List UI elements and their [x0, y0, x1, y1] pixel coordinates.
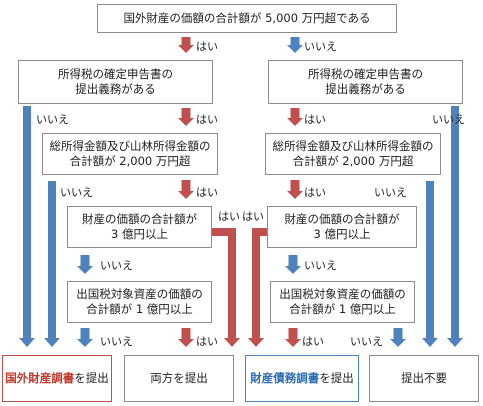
- arrow-right-q3-yes-head: [248, 338, 264, 347]
- node-left-exit-tax-assets: 出国税対象資産の価額の 合計額が 1 億円以上: [67, 281, 212, 323]
- node-top-foreign-assets: 国外財産の価額の合計額が 5,000 万円超である: [97, 4, 397, 33]
- label-yes-top-left: はい: [196, 40, 218, 53]
- node-right-total-income: 総所得金額及び山林所得金額の 合計額が 2,000 万円超: [265, 133, 441, 175]
- result-no-submission-needed-text: 提出不要: [401, 371, 447, 385]
- arrow-left-q2-yes: [178, 180, 194, 199]
- arrow-right-q2-no-head: [422, 338, 438, 347]
- arrow-top-yes: [178, 37, 194, 53]
- result-assets-liabilities-report-text: 財産債務調書を提出: [250, 371, 354, 386]
- arrow-left-q4-no-head: [77, 339, 93, 347]
- node-left-q2-text: 総所得金額及び山林所得金額の 合計額が 2,000 万円超: [49, 139, 211, 168]
- node-right-q1-text: 所得税の確定申告書の 提出義務がある: [308, 67, 423, 96]
- node-right-exit-tax-assets: 出国税対象資産の価額の 合計額が 1 億円以上: [270, 281, 415, 323]
- arrow-left-q3-no-head: [77, 266, 93, 274]
- arrow-right-q1-yes-head: [287, 118, 303, 126]
- label-no-right-q1: いいえ: [432, 113, 465, 126]
- arrow-left-q3-yes: [212, 228, 240, 347]
- label-no-right-q3: いいえ: [304, 259, 337, 272]
- label-yes-right-q2: はい: [304, 186, 326, 199]
- result-no-submission-needed: 提出不要: [369, 355, 479, 402]
- label-no-top-right: いいえ: [304, 40, 337, 53]
- arrow-right-q2-yes-head: [287, 191, 303, 199]
- arrow-left-q4-yes-head: [178, 339, 194, 347]
- arrow-left-q2-no: [44, 181, 60, 347]
- label-yes-right-q4: はい: [302, 335, 324, 348]
- node-left-q3-text: 財産の価額の合計額が 3 億円以上: [82, 212, 197, 241]
- result-assets-liabilities-report-suffix: を提出: [319, 371, 354, 385]
- result-submit-both: 両方を提出: [124, 355, 234, 402]
- arrow-left-q2-yes-head: [178, 191, 194, 199]
- label-no-left-q2: いいえ: [60, 186, 93, 199]
- arrow-right-q4-no-head: [390, 339, 406, 347]
- label-yes-left-q3: はい: [218, 210, 240, 223]
- arrow-top-no-head: [287, 45, 303, 53]
- arrow-right-q1-yes: [287, 108, 303, 126]
- result-foreign-assets-report-text: 国外財産調書を提出: [5, 371, 109, 386]
- label-yes-left-q1: はい: [196, 113, 218, 126]
- label-yes-right-q1: はい: [304, 113, 326, 126]
- arrow-right-q3-yes-shaft: [252, 228, 267, 338]
- result-assets-liabilities-report: 財産債務調書を提出: [245, 355, 359, 402]
- result-foreign-assets-report-suffix: を提出: [74, 371, 109, 385]
- arrow-left-q4-yes: [178, 328, 194, 347]
- arrow-right-q3-no-head: [285, 266, 301, 274]
- arrow-right-q2-yes: [287, 180, 303, 199]
- node-right-income-tax-filing: 所得税の確定申告書の 提出義務がある: [268, 60, 463, 104]
- arrow-left-q4-no: [77, 328, 93, 347]
- arrow-left-q3-yes-shaft: [212, 228, 236, 338]
- node-right-q4-text: 出国税対象資産の価額の 合計額が 1 億円以上: [279, 287, 406, 316]
- arrow-left-q2-no-head: [44, 338, 60, 347]
- node-left-total-income: 総所得金額及び山林所得金額の 合計額が 2,000 万円超: [42, 133, 218, 175]
- label-no-left-q3: いいえ: [100, 259, 133, 272]
- node-left-q4-text: 出国税対象資産の価額の 合計額が 1 億円以上: [76, 287, 203, 316]
- node-right-q3-text: 財産の価額の合計額が 3 億円以上: [284, 212, 400, 241]
- arrow-left-q1-no: [19, 106, 35, 347]
- node-top-text: 国外財産の価額の合計額が 5,000 万円超である: [123, 11, 371, 25]
- node-right-asset-value: 財産の価額の合計額が 3 億円以上: [267, 206, 417, 248]
- arrow-right-q3-no: [285, 255, 301, 274]
- label-yes-left-q4: はい: [196, 335, 218, 348]
- arrow-left-q1-no-head: [19, 338, 35, 347]
- node-right-q2-text: 総所得金額及び山林所得金額の 合計額が 2,000 万円超: [272, 139, 434, 168]
- label-yes-left-q2: はい: [196, 186, 218, 199]
- arrow-right-q1-no-head: [447, 338, 463, 347]
- arrow-left-q3-no: [77, 255, 93, 274]
- arrow-top-no: [287, 37, 303, 53]
- label-no-right-q2: いいえ: [374, 186, 407, 199]
- arrow-right-q1-no: [447, 106, 463, 347]
- node-left-q1-text: 所得税の確定申告書の 提出義務がある: [58, 67, 173, 96]
- arrow-right-q3-yes: [248, 228, 267, 347]
- result-submit-both-text: 両方を提出: [150, 371, 208, 385]
- label-no-right-q4: いいえ: [350, 335, 383, 348]
- arrow-right-q4-yes-head: [285, 339, 301, 347]
- result-foreign-assets-report: 国外財産調書を提出: [2, 355, 112, 402]
- arrow-left-q1-yes: [178, 108, 194, 126]
- label-yes-right-q3: はい: [242, 210, 264, 223]
- label-no-left-q4: いいえ: [100, 335, 133, 348]
- arrow-left-q1-yes-head: [178, 118, 194, 126]
- node-left-income-tax-filing: 所得税の確定申告書の 提出義務がある: [18, 60, 213, 104]
- label-no-left-q1: いいえ: [36, 113, 69, 126]
- arrow-left-q3-yes-head: [224, 338, 240, 347]
- arrow-right-q4-no: [390, 328, 406, 347]
- arrow-right-q4-yes: [285, 328, 301, 347]
- result-assets-liabilities-report-strong: 財産債務調書: [250, 371, 320, 385]
- node-left-asset-value: 財産の価額の合計額が 3 億円以上: [67, 206, 212, 248]
- result-foreign-assets-report-strong: 国外財産調書: [5, 371, 75, 385]
- arrow-top-yes-head: [178, 45, 194, 53]
- arrow-right-q2-no: [422, 181, 438, 347]
